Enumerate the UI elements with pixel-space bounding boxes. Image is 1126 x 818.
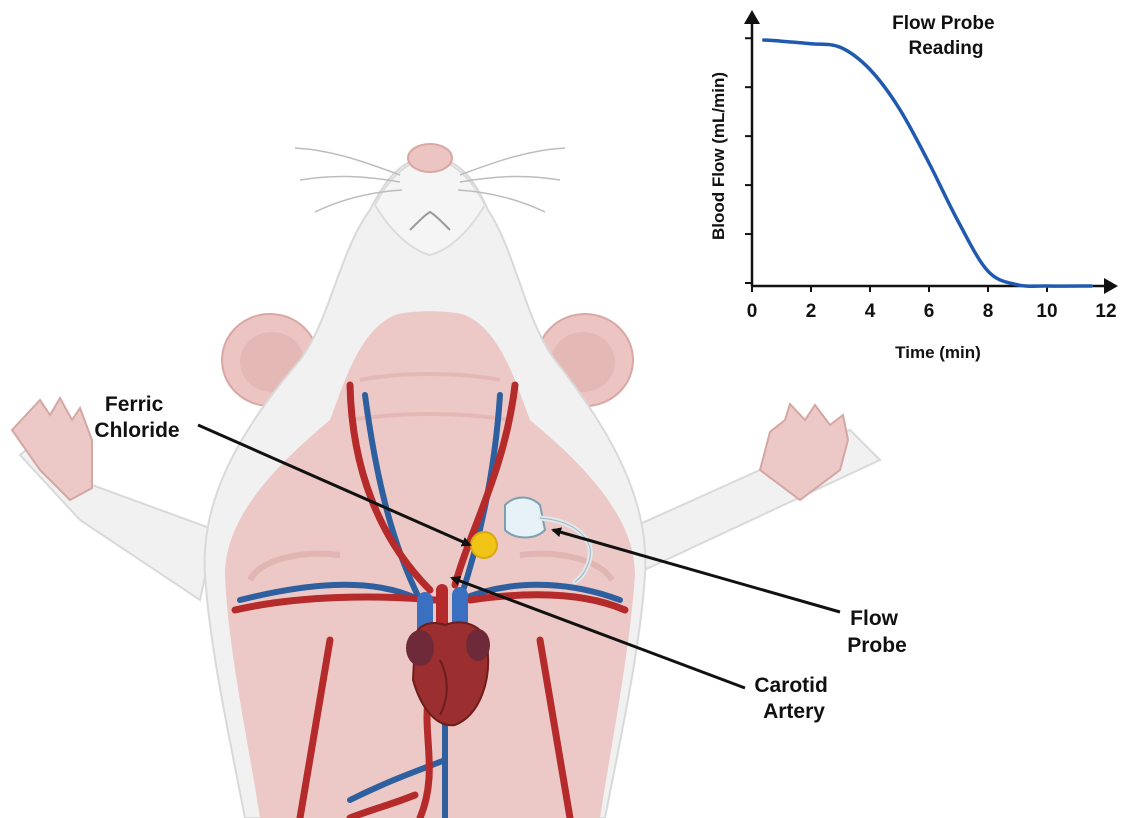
x-tick-label: 8 [983,301,994,322]
x-tick-label: 2 [806,301,817,322]
nose [408,144,452,172]
ferric-chloride-spot [471,532,497,558]
mouse-illustration [12,144,880,818]
ferric-chloride-label: Ferric Chloride [94,393,179,442]
y-axis-label: Blood Flow (mL/min) [709,72,728,240]
series-line [764,40,1092,286]
y-axis-arrowhead [744,10,760,24]
x-tick-label: 10 [1036,301,1057,322]
x-tick-label: 0 [747,301,758,322]
x-tick-label: 6 [924,301,935,322]
carotid-artery-label: Carotid Artery [754,674,833,723]
chart-title: Flow Probe Reading [892,13,1000,59]
x-axis-label: Time (min) [895,343,981,362]
flow-probe-label: Flow Probe [847,607,907,657]
x-ticks: 0 2 4 6 8 10 12 [747,286,1117,322]
x-tick-label: 12 [1095,301,1116,322]
x-tick-label: 4 [865,301,876,322]
